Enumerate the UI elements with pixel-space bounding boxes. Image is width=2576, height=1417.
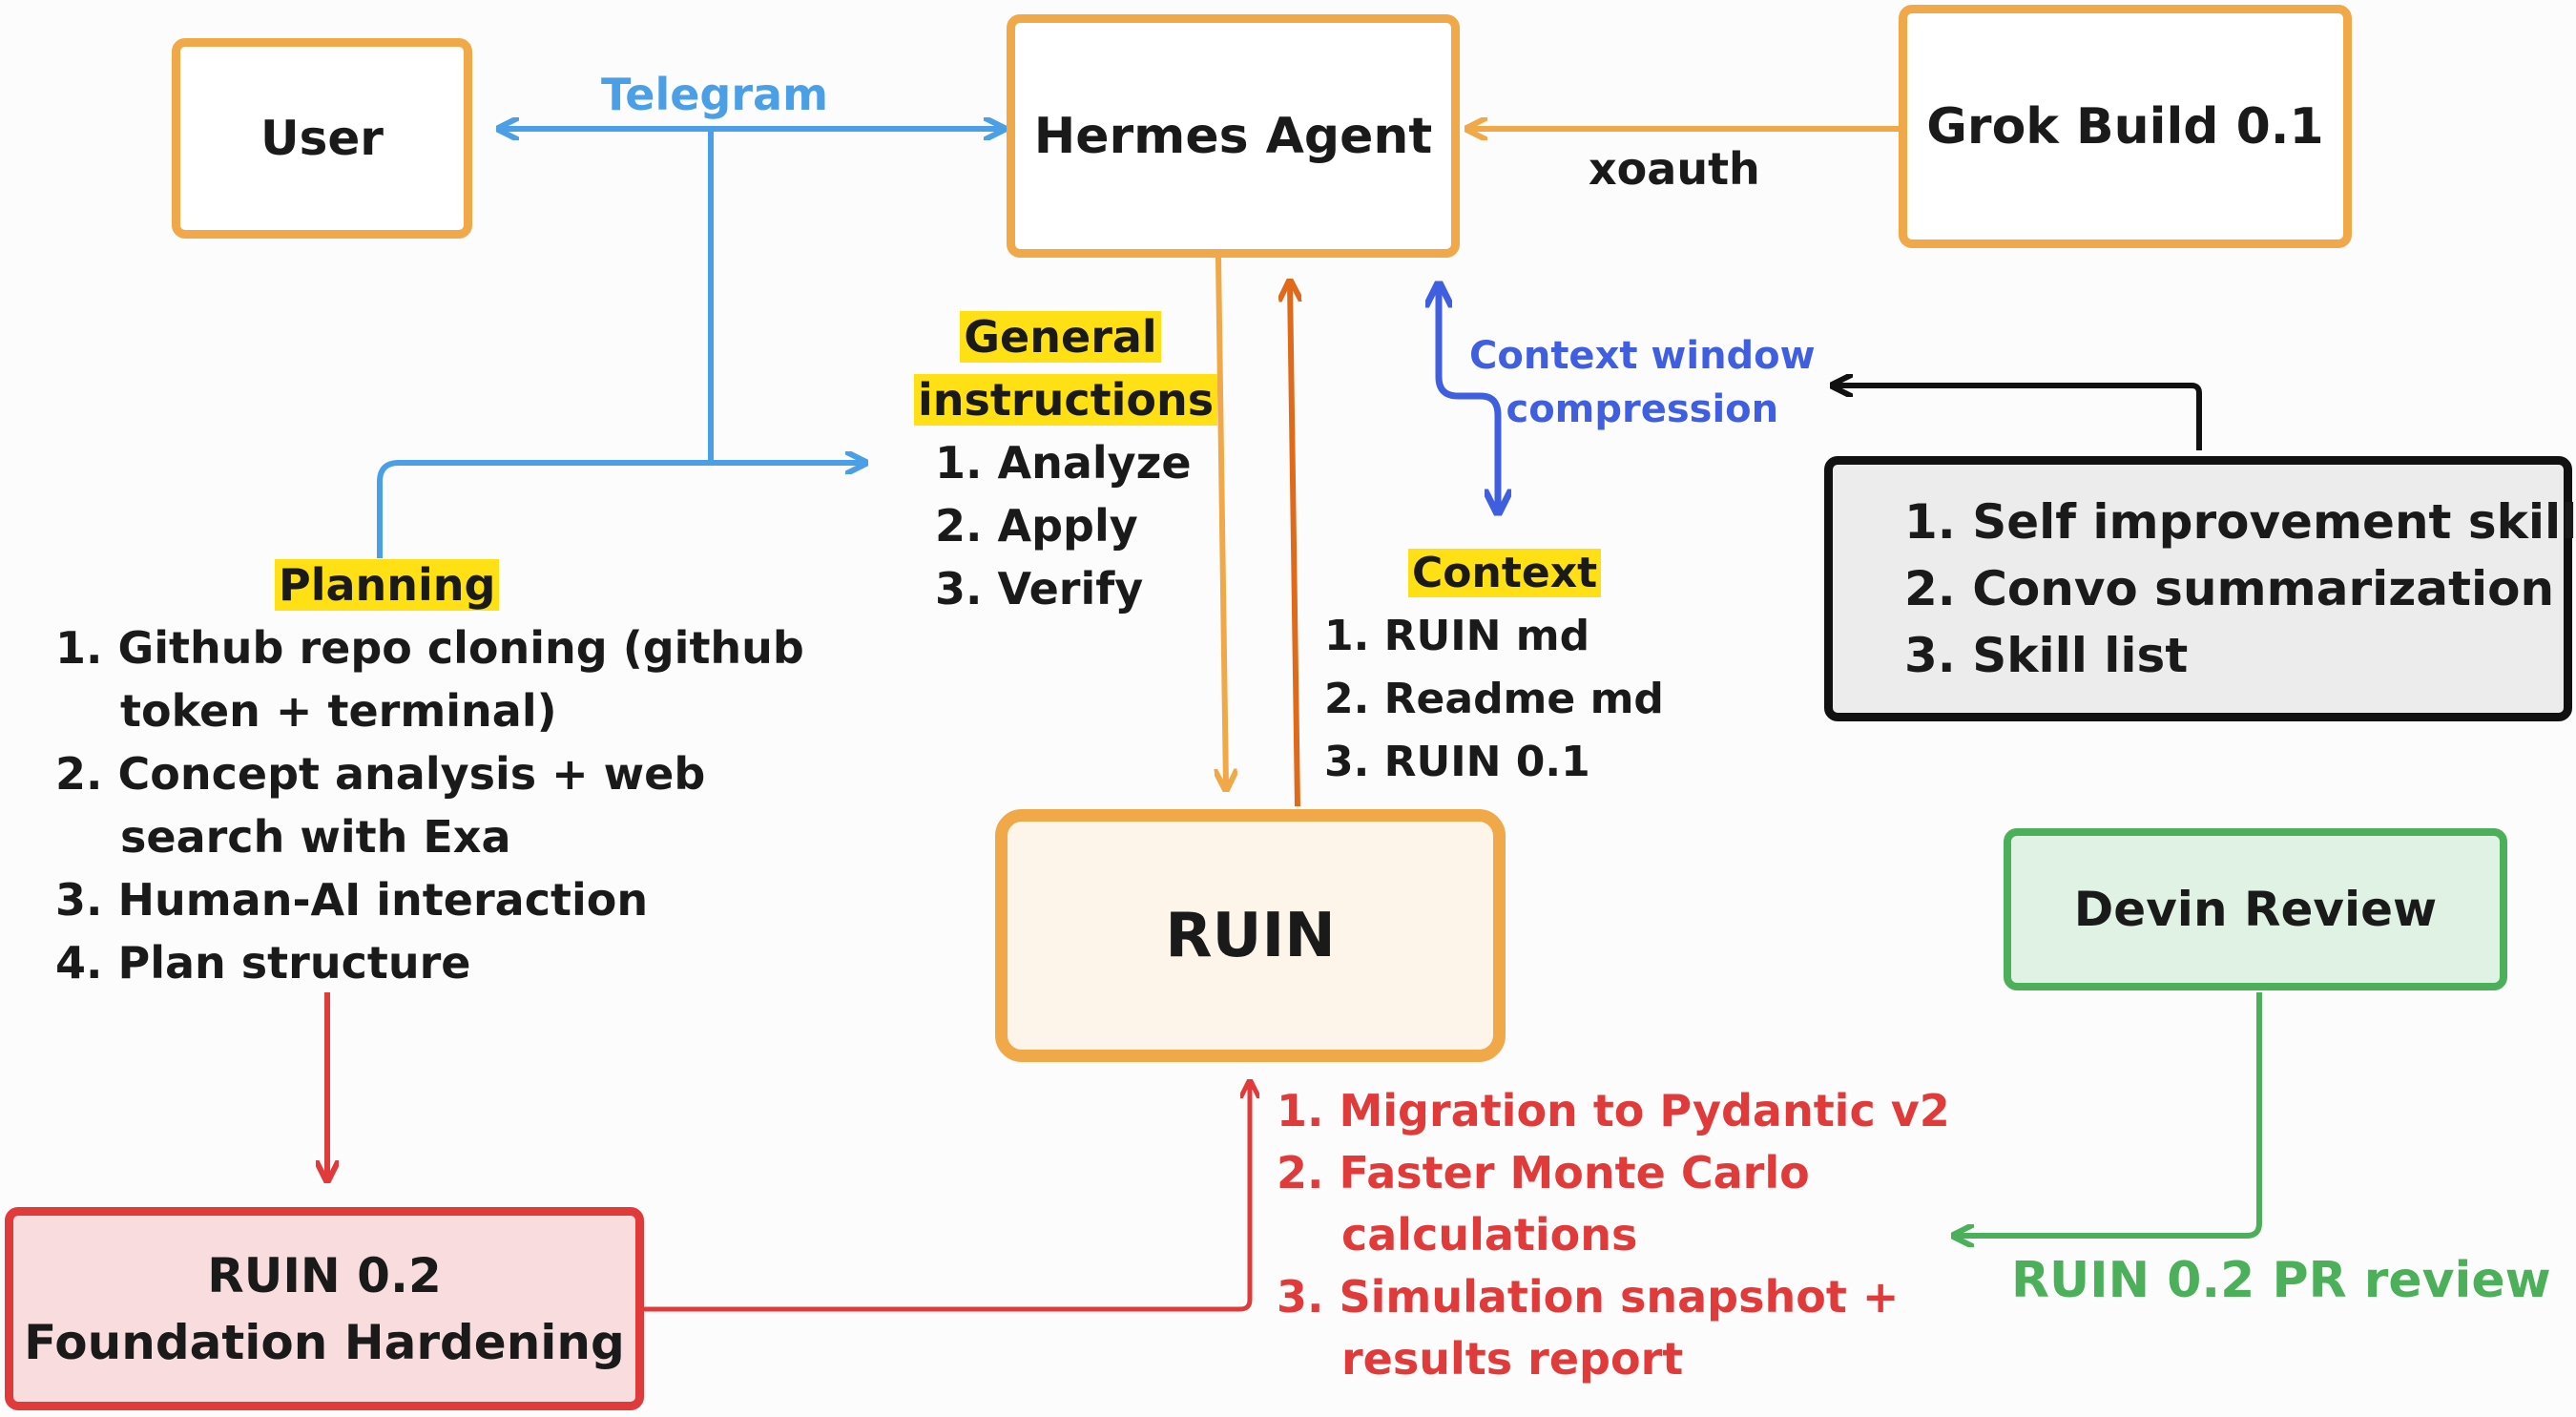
context-compression-arrow (1439, 286, 1498, 511)
foundation-version-label: RUIN 0.2 (207, 1247, 442, 1303)
user-label: User (260, 111, 384, 166)
grok-build-node: Grok Build 0.1 (1899, 5, 2352, 248)
foundation-hardening-node: RUIN 0.2 Foundation Hardening (5, 1207, 644, 1410)
improvements-block: 1. Migration to Pydantic v2 2. Faster Mo… (1277, 1080, 1950, 1390)
general-item: 2. Apply (935, 500, 1138, 552)
user-node: User (172, 38, 472, 239)
pr-review-label: RUIN 0.2 PR review (2011, 1252, 2551, 1309)
context-title: Context (1408, 549, 1602, 597)
planning-item: 4. Plan structure (55, 937, 471, 989)
context-window-line: Context window (1469, 334, 1816, 378)
context-window-label: Context window compression (1469, 329, 1816, 436)
devin-review-arrow (1956, 992, 2262, 1236)
skills-box: 1. Self improvement skill 2. Convo summa… (1824, 456, 2576, 721)
foundation-title-label: Foundation Hardening (24, 1314, 625, 1370)
compression-line: compression (1506, 387, 1779, 431)
context-block: Context 1. RUIN md 2. Readme md 3. RUIN … (1324, 542, 1664, 794)
improvement-item: 1. Migration to Pydantic v2 (1277, 1085, 1950, 1136)
skill-item: 1. Self improvement skill (1904, 494, 2576, 550)
ruin-label: RUIN (1165, 900, 1336, 971)
ruin-node: RUIN (995, 809, 1506, 1062)
ruin-to-hermes-arrow (1290, 283, 1298, 807)
context-item: 1. RUIN md (1324, 612, 1590, 660)
planning-item: 1. Github repo cloning (github token + t… (55, 622, 804, 737)
improvement-item: 3. Simulation snapshot + results report (1277, 1271, 1900, 1385)
telegram-label: Telegram (601, 69, 829, 120)
xoauth-label: xoauth (1589, 143, 1760, 195)
planning-block: Planning 1. Github repo cloning (github … (55, 553, 804, 994)
grok-build-label: Grok Build 0.1 (1926, 97, 2324, 156)
planning-item: 2. Concept analysis + web search with Ex… (55, 748, 706, 863)
devin-review-label: Devin Review (2073, 882, 2438, 937)
general-item: 3. Verify (935, 563, 1144, 615)
devin-review-node: Devin Review (2004, 828, 2507, 990)
hermes-to-ruin-arrow (1218, 257, 1226, 787)
planning-item: 3. Human-AI interaction (55, 874, 649, 926)
general-title-line2: instructions (914, 374, 1218, 426)
context-item: 3. RUIN 0.1 (1324, 738, 1590, 786)
improvement-item: 2. Faster Monte Carlo calculations (1277, 1147, 1810, 1261)
context-item: 2. Readme md (1324, 675, 1664, 723)
general-title-line1: General (960, 311, 1161, 363)
planning-title: Planning (275, 559, 500, 611)
skills-arrow (1835, 386, 2202, 450)
general-item: 1. Analyze (935, 437, 1192, 489)
hermes-agent-node: Hermes Agent (1007, 14, 1460, 258)
hermes-agent-label: Hermes Agent (1033, 107, 1433, 165)
telegram-branch (708, 132, 863, 463)
skill-item: 2. Convo summarization (1904, 561, 2555, 616)
general-instructions-block: General instructions 1. Analyze 2. Apply… (914, 305, 1218, 620)
planning-link (377, 460, 711, 558)
skill-item: 3. Skill list (1904, 628, 2189, 683)
foundation-to-ruin-arrow (644, 1083, 1250, 1312)
